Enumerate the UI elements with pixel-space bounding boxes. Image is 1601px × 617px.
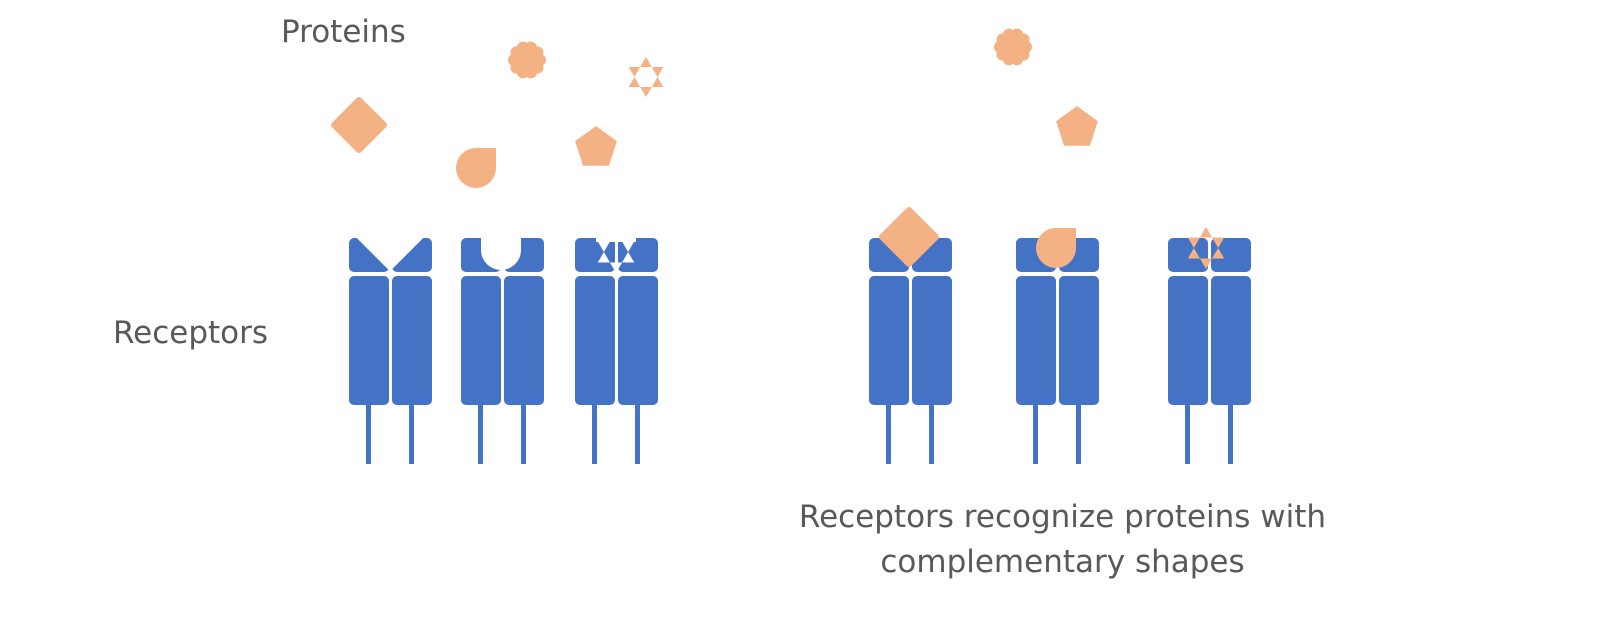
proteins-label: Proteins <box>281 14 406 50</box>
receptor-body-right <box>912 276 952 405</box>
receptor-body-right <box>504 276 544 405</box>
receptor-body-right <box>1211 276 1251 405</box>
cloud-lobe <box>1017 33 1030 46</box>
receptor-head-right <box>1211 238 1251 272</box>
receptor-gap <box>615 236 618 276</box>
receptor-round-site <box>461 230 544 464</box>
receptor-bound-teardrop <box>1016 228 1099 464</box>
receptor-body-right <box>618 276 658 405</box>
receptor-body-left <box>349 276 389 405</box>
pentagon-protein-right <box>1056 106 1098 146</box>
bound-star-protein <box>1187 227 1225 269</box>
receptor-diamond-site <box>349 192 432 464</box>
bound-teardrop-protein <box>1036 228 1076 268</box>
teardrop-protein <box>456 148 496 188</box>
cloud-protein <box>508 41 546 79</box>
receptor-body-left <box>575 276 615 405</box>
receptor-stem-right <box>1228 404 1233 464</box>
receptor-stem-right <box>409 404 414 464</box>
diamond-protein <box>331 97 387 153</box>
receptor-stem-right <box>1076 404 1081 464</box>
receptor-star-site <box>575 231 658 464</box>
receptor-stem-left <box>366 404 371 464</box>
round-binding-site-top <box>481 236 521 250</box>
caption-line-2: complementary shapes <box>880 544 1245 580</box>
receptor-bound-star <box>1168 227 1251 464</box>
receptor-stem-right <box>635 404 640 464</box>
receptors-label: Receptors <box>113 315 269 351</box>
receptor-gap <box>1208 236 1211 276</box>
cloud-protein-right <box>994 28 1032 66</box>
pentagon-protein <box>575 126 617 166</box>
receptor-body-left <box>461 276 501 405</box>
caption-line-1: Receptors recognize proteins with <box>798 499 1327 535</box>
receptor-stem-left <box>886 404 891 464</box>
star-binding-site-top <box>596 236 636 242</box>
receptor-stem-right <box>521 404 526 464</box>
receptor-body-left <box>1168 276 1208 405</box>
bound-diamond-protein <box>879 207 939 267</box>
receptor-stem-left <box>478 404 483 464</box>
receptor-stem-left <box>592 404 597 464</box>
receptor-stem-right <box>929 404 934 464</box>
receptor-stem-left <box>1185 404 1190 464</box>
caption: Receptors recognize proteins with comple… <box>760 495 1365 585</box>
receptor-body-right <box>1059 276 1099 405</box>
receptor-head-left <box>1168 238 1208 272</box>
diamond-binding-site <box>351 192 429 270</box>
star-protein <box>628 57 664 97</box>
receptor-bound-diamond <box>869 207 952 464</box>
cloud-lobe <box>531 46 544 59</box>
receptor-body-left <box>1016 276 1056 405</box>
receptor-body-left <box>869 276 909 405</box>
receptor-stem-left <box>1033 404 1038 464</box>
receptor-body-right <box>392 276 432 405</box>
